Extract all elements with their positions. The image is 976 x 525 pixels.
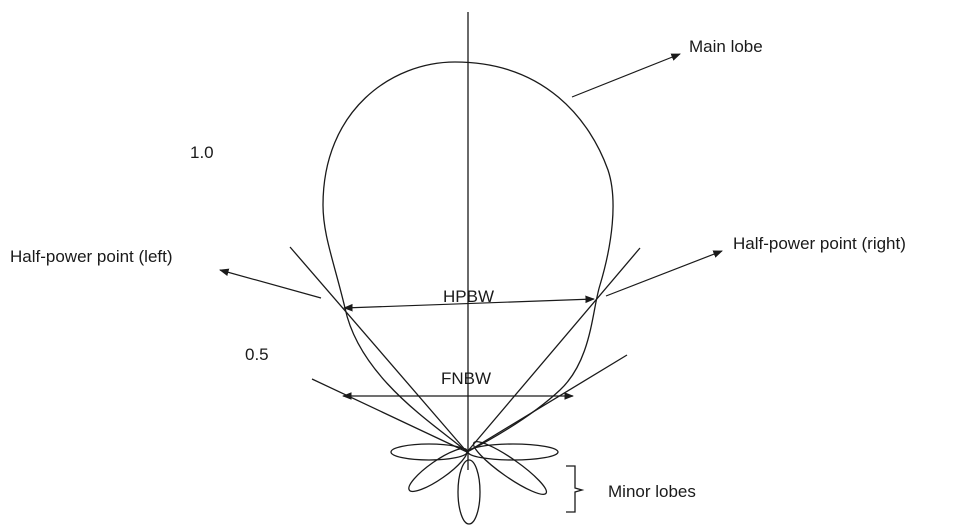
minor-lobe-lower-right xyxy=(472,441,548,495)
fnbw-label: FNBW xyxy=(441,369,491,388)
minor-lobes-label: Minor lobes xyxy=(608,482,696,501)
null-line-left xyxy=(311,378,468,453)
minor-lobe-bottom xyxy=(457,459,481,525)
tangent-line-left xyxy=(289,246,468,453)
minor-lobes-brace xyxy=(566,465,585,513)
main-lobe-label: Main lobe xyxy=(689,37,763,56)
half-power-left-label: Half-power point (left) xyxy=(10,247,173,266)
hpbw-arrow xyxy=(343,295,595,312)
half-power-right-label: Half-power point (right) xyxy=(733,234,906,253)
level-1-label: 1.0 xyxy=(190,143,214,162)
main-lobe-pointer-arrow xyxy=(571,53,681,98)
tangent-line-right xyxy=(466,247,641,453)
level-05-label: 0.5 xyxy=(245,345,269,364)
half-power-left-pointer-arrow xyxy=(219,268,322,299)
null-line-right xyxy=(466,354,628,453)
minor-lobe-left xyxy=(390,443,468,461)
hpbw-label: HPBW xyxy=(443,287,494,306)
half-power-right-pointer-arrow xyxy=(605,250,723,297)
minor-lobe-lower-left xyxy=(408,447,468,493)
minor-lobe-right xyxy=(467,443,559,461)
